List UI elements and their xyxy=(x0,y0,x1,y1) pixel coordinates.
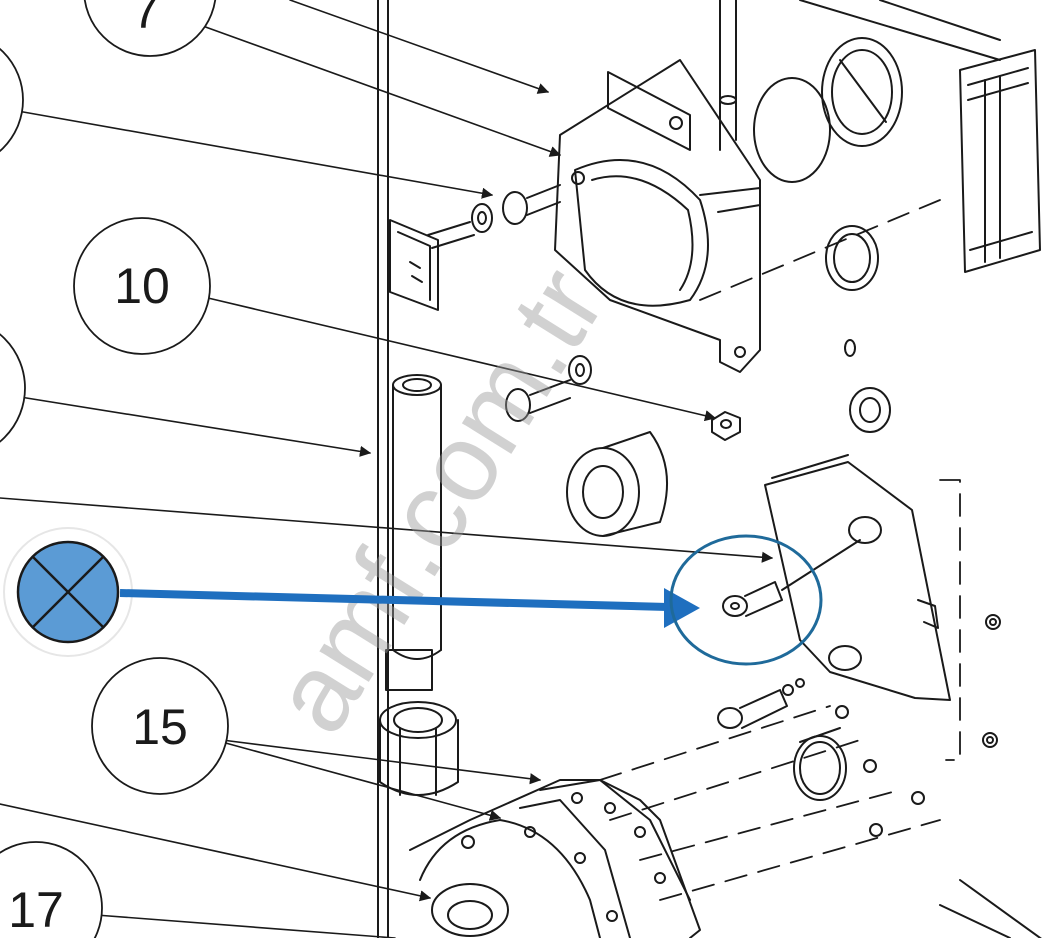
bracket-fasteners xyxy=(427,184,741,441)
highlight-ellipse xyxy=(669,534,823,666)
watermark-text: amf.com.tr xyxy=(248,247,628,753)
pointer-arrowhead xyxy=(664,588,700,628)
pointer-arrow-shaft xyxy=(119,589,669,611)
callout-partial-upper-circle xyxy=(0,47,24,153)
callout-7-label: 7 xyxy=(132,0,160,39)
callout-17-circle xyxy=(0,841,103,943)
callout-15-circle xyxy=(91,657,229,795)
callout-17-label: 17 xyxy=(8,882,64,938)
vertical-shaft xyxy=(377,0,389,939)
end-cap xyxy=(959,49,1041,273)
callout-10-label: 10 xyxy=(114,258,170,314)
cover-screws xyxy=(717,539,861,729)
shaft-bracket xyxy=(389,219,439,311)
leader-lines xyxy=(0,0,774,939)
callout-7-circle xyxy=(83,0,217,57)
upper-bracket xyxy=(554,59,761,373)
callout-numbers: 7 10 15 17 xyxy=(8,0,188,938)
circle-x-icon xyxy=(16,540,120,644)
spacer-tube xyxy=(385,374,442,691)
callout-15-label: 15 xyxy=(132,699,188,755)
callout-10-circle xyxy=(73,217,211,355)
annotation-overlay xyxy=(3,527,823,666)
callout-balloons xyxy=(0,0,229,943)
bushing xyxy=(566,431,669,537)
hex-nut-large xyxy=(379,701,459,796)
assembly-guide-lines xyxy=(599,199,961,901)
flange-housing xyxy=(409,779,1043,941)
round-cap xyxy=(793,727,847,801)
cover-plate xyxy=(764,454,951,701)
callout-partial-middle-circle xyxy=(0,333,26,443)
back-plate xyxy=(719,0,1001,433)
small-nuts xyxy=(835,614,1001,837)
